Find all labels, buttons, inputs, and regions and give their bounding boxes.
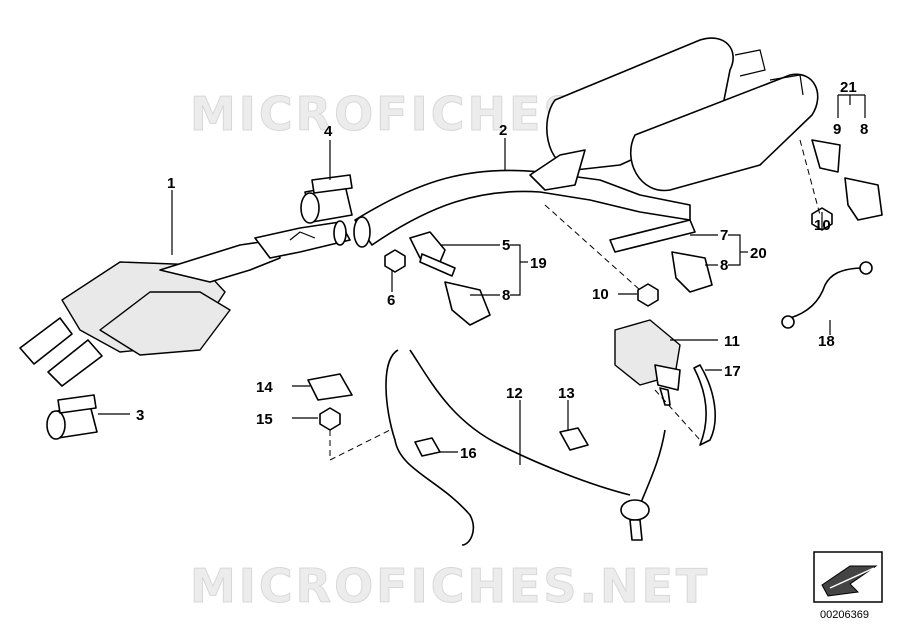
part-ground-strap[interactable]: [781, 261, 873, 329]
part-rubber-mount-8[interactable]: [671, 251, 713, 293]
callout-16: 16: [460, 445, 477, 462]
callout-14: 14: [256, 379, 273, 396]
callout-10-right: 10: [814, 217, 831, 234]
callout-7: 7: [720, 227, 728, 244]
callout-21: 21: [840, 79, 857, 96]
watermark-bottom: MICROFICHES.NET: [190, 559, 710, 613]
direction-arrow-box: [813, 551, 883, 603]
callout-19: 19: [530, 255, 547, 272]
part-nut-15[interactable]: [319, 407, 341, 431]
part-rear-silencer[interactable]: [353, 37, 819, 248]
part-nut-10a[interactable]: [637, 283, 659, 307]
part-front-pipe-catalytic-converter[interactable]: [19, 220, 351, 387]
part-vacuum-hose[interactable]: [693, 364, 716, 446]
callout-9: 9: [833, 121, 841, 138]
part-rubber-mount-8c[interactable]: [844, 177, 883, 221]
part-clamp-upper[interactable]: [300, 174, 353, 224]
part-vacuum-valve[interactable]: [614, 319, 681, 406]
part-hanger-middle[interactable]: [409, 231, 491, 326]
part-clamp-lower[interactable]: [46, 394, 98, 440]
callout-8-right: 8: [860, 121, 868, 138]
part-bracket-7[interactable]: [609, 219, 696, 253]
callout-5: 5: [502, 237, 510, 254]
part-nut-6[interactable]: [384, 249, 406, 273]
callout-8-middle: 8: [502, 287, 510, 304]
callout-12: 12: [506, 385, 523, 402]
diagram-code: 00206369: [820, 609, 869, 621]
callout-13: 13: [558, 385, 575, 402]
callout-18: 18: [818, 333, 835, 350]
part-bracket-14[interactable]: [307, 373, 353, 401]
callout-20: 20: [750, 245, 767, 262]
callout-6: 6: [387, 292, 395, 309]
callout-3: 3: [136, 407, 144, 424]
callout-8-rear: 8: [720, 257, 728, 274]
callout-10-rear: 10: [592, 286, 609, 303]
callout-15: 15: [256, 411, 273, 428]
callout-2: 2: [499, 122, 507, 139]
callout-4: 4: [324, 123, 333, 140]
part-bracket-9[interactable]: [811, 139, 841, 173]
callout-11: 11: [724, 333, 740, 350]
part-clip-13[interactable]: [559, 427, 589, 451]
callout-1: 1: [167, 175, 175, 192]
callout-17: 17: [724, 363, 741, 380]
